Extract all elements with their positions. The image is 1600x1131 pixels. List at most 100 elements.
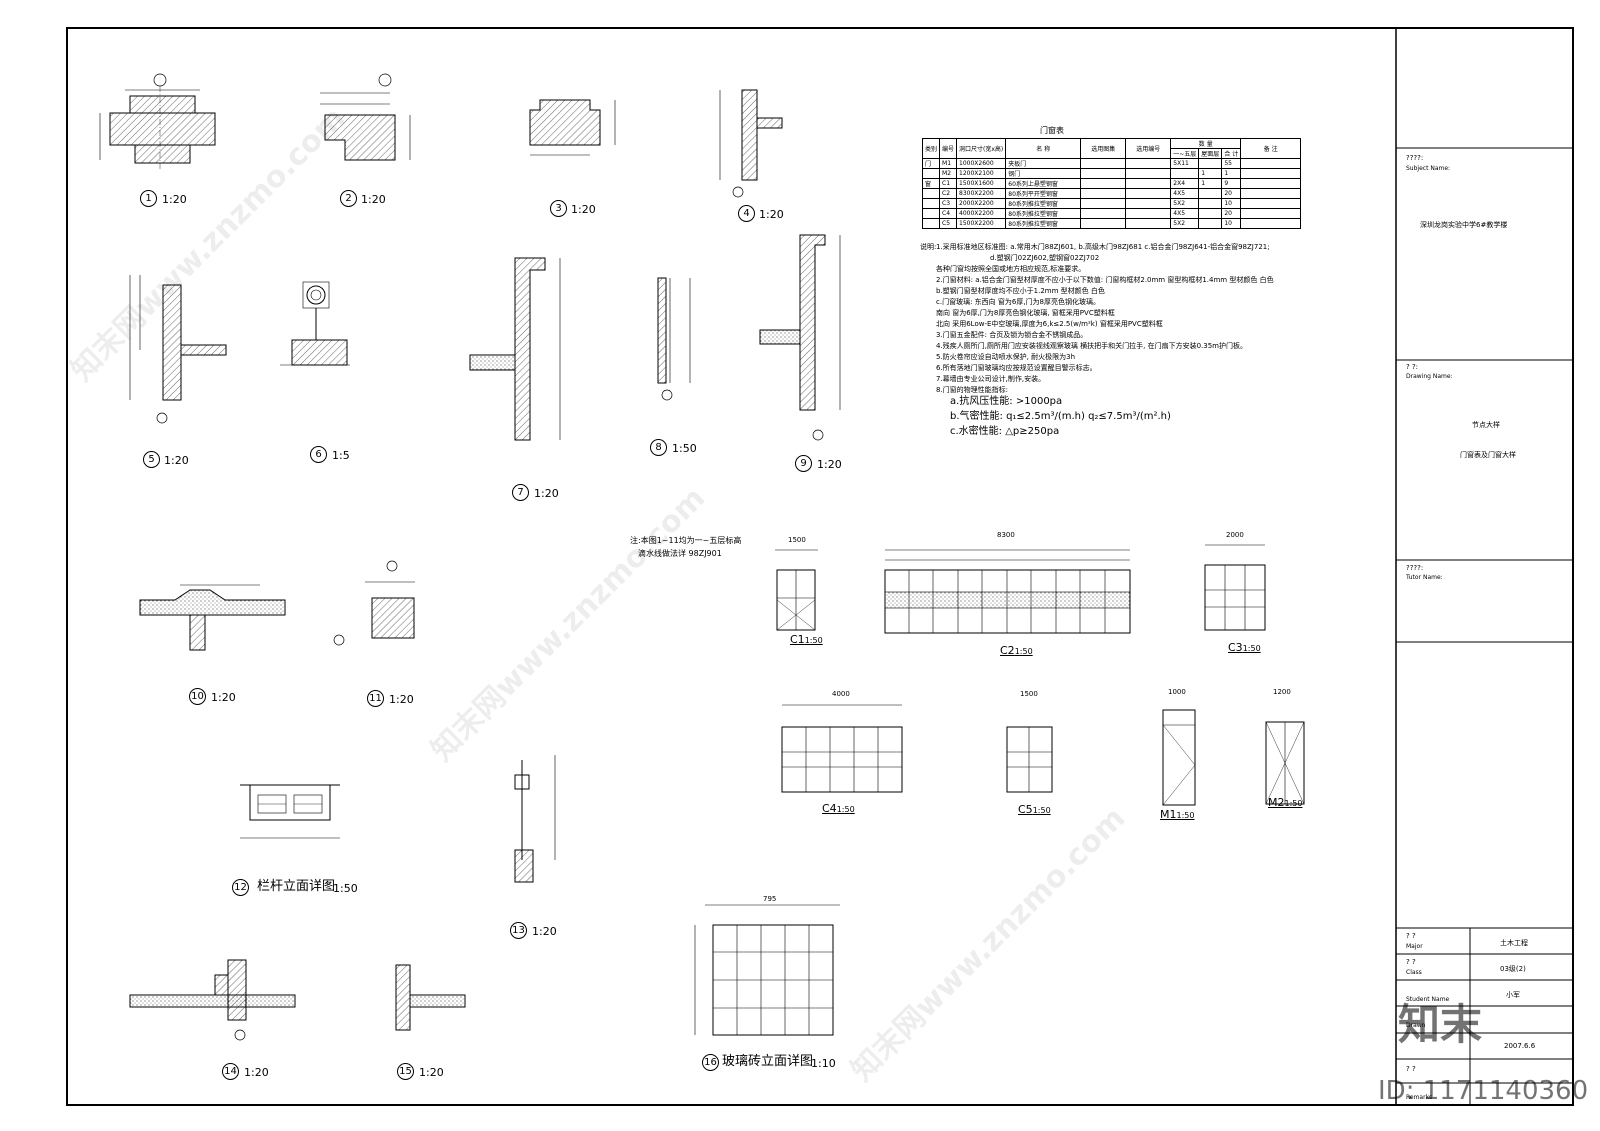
table-cell [1240,168,1302,179]
note-line: 南向 窗为6厚,门为8厚亮色钢化玻璃, 窗框采用PVC塑料框 [936,309,1115,317]
table-cell: 60系列上悬塑钢窗 [1005,178,1082,189]
table-cell: M2 [939,168,958,179]
drawing-value-2: 门窗表及门窗大样 [1460,451,1516,459]
note-line: 北向 采用6Low-E中空玻璃,厚度为6,k≤2.5(w/m²k) 窗框采用PV… [936,320,1163,328]
table-cell: 夹板门 [1005,158,1082,169]
table-cell [1198,198,1223,209]
detail-1-drawing [99,73,216,170]
detail-number-11: 11 [367,690,384,707]
subject-value: 深圳龙岗实验中学6#教学楼 [1420,221,1508,229]
drawn-en-label: Drawn [1406,1022,1426,1029]
table-cell [1170,168,1200,179]
table-header: 选用图集 [1080,138,1127,159]
dim-c4-width: 4000 [832,690,850,698]
table-header: 合 计 [1221,148,1242,159]
class-value: 03级(2) [1500,965,1526,973]
top-note-line1: 注:本图1~11均为一~五层标高 [630,536,742,545]
student-en-label: Student Name [1406,996,1450,1003]
table-cell [1125,218,1172,229]
subject-label: ????: [1406,154,1424,162]
table-cell [1125,198,1172,209]
detail-4-drawing [719,89,783,198]
drawing-label: ? ?: [1406,363,1419,371]
note-line: c.门窗玻璃: 东西向 窗为6厚,门为8厚亮色钢化玻璃。 [936,298,1101,306]
class-label: ? ? [1406,958,1416,966]
table-cell [1198,188,1223,199]
table-cell [1080,158,1127,169]
door-table: 类别 编号 洞口尺寸(宽x高) 名 称 选用图集 选用编号 数 量 备 注 一~… [921,138,1302,229]
table-cell [1125,178,1172,189]
table-cell: C5 [939,218,958,229]
detail-number-10: 10 [189,688,206,705]
table-cell: 4X5 [1170,208,1200,219]
table-header: 洞口尺寸(宽x高) [956,138,1007,159]
detail-scale-10: 1:20 [211,691,236,704]
table-cell [1080,208,1127,219]
table-cell: 5X2 [1170,198,1200,209]
table-cell: 10 [1221,198,1242,209]
class-en-label: Class [1406,969,1422,976]
window-label-c3: C31:50 [1228,641,1261,654]
detail-number-16: 16 [702,1054,719,1071]
table-cell: 9 [1221,178,1242,189]
detail-number-15: 15 [397,1063,414,1080]
detail-scale-16: 1:10 [811,1057,836,1070]
note-line: d.塑钢门02ZJ602,塑钢窗02ZJ702 [990,254,1100,262]
table-cell [1080,198,1127,209]
table-cell: 20 [1221,208,1242,219]
table-cell: C2 [939,188,958,199]
table-cell: 窗 [921,178,941,189]
note-line: 3.门窗五金配件: 合页及锁为锁合金不锈钢成品。 [936,331,1088,339]
table-cell: C1 [939,178,958,189]
subject-en-label: Subject Name: [1406,165,1451,172]
table-header: 名 称 [1005,138,1082,159]
tutor-en-label: Tutor Name: [1406,574,1443,581]
note-line: 2.门窗材料: a.铝合金门窗型材厚度不应小于以下数值: 门窗构框材2.0mm … [936,276,1274,284]
detail-number-3: 3 [550,200,567,217]
table-cell: 5X2 [1170,218,1200,229]
note-line: 7.幕墙由专业公司设计,制作,安装。 [936,375,1046,383]
table-cell [921,168,941,179]
dim-m1-width: 1000 [1168,688,1186,696]
detail-scale-2: 1:20 [361,193,386,206]
table-cell [1240,198,1302,209]
window-c1-drawing [775,549,818,631]
window-c4-drawing [781,704,903,793]
detail-6-drawing [280,281,350,366]
table-cell: 8300X2200 [956,188,1007,199]
table-cell: 1 [1198,168,1223,179]
table-cell: 55 [1221,158,1242,169]
detail-number-9: 9 [795,455,812,472]
detail-8-drawing [657,277,691,401]
detail-scale-5: 1:20 [164,454,189,467]
notes-title: 说明: [920,243,937,251]
table-cell: 10 [1221,218,1242,229]
table-header: 备 注 [1240,138,1302,159]
note-line: b.塑钢门窗型材厚度均不应小于1.2mm 型材颜色 白色 [936,287,1105,295]
detail-12-drawing [240,784,340,839]
drawing-en-label: Drawing Name: [1406,373,1453,380]
detail-number-8: 8 [650,439,667,456]
detail-number-5: 5 [143,451,160,468]
table-cell: 80系列平开塑钢窗 [1005,188,1082,199]
detail-scale-3: 1:20 [571,203,596,216]
table-cell [1125,208,1172,219]
watermark-id: ID: 1171140360 [1378,1076,1589,1106]
detail-scale-8: 1:50 [672,442,697,455]
detail-scale-15: 1:20 [419,1066,444,1079]
detail-scale-1: 1:20 [162,193,187,206]
drawing-value-1: 节点大样 [1472,421,1500,429]
date-value: 2007.6.6 [1504,1042,1536,1050]
table-cell: C3 [939,198,958,209]
detail-11-drawing [333,560,415,646]
detail-scale-13: 1:20 [532,925,557,938]
table-cell: 80系列推拉塑钢窗 [1005,198,1082,209]
note-line: c.水密性能: △p≥250pa [950,426,1060,437]
table-cell [1240,188,1302,199]
table-cell: M1 [939,158,958,169]
table-cell [1125,188,1172,199]
